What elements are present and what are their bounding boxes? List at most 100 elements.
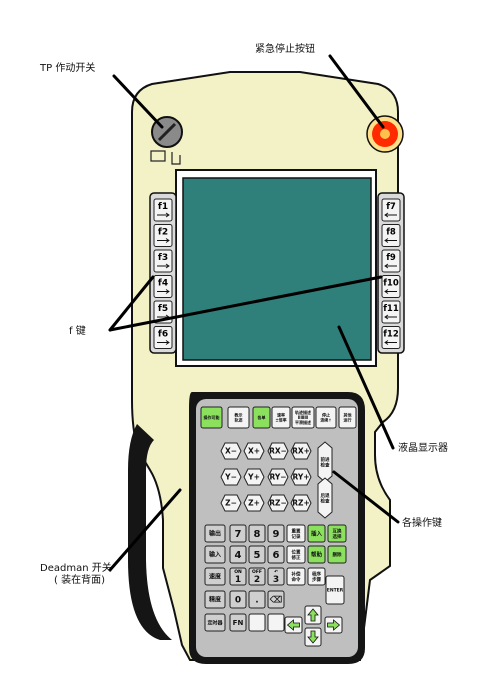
fkey-f7[interactable]: f7 <box>381 198 401 222</box>
key-label: RZ− <box>269 499 287 508</box>
num-key-speed[interactable]: 速度 <box>204 567 226 586</box>
tp-switch-label: TP 作动开关 <box>40 63 96 74</box>
key-label: RX+ <box>292 447 310 456</box>
jog-key-Y−[interactable]: Y− <box>220 468 242 486</box>
key-label: 定时器 <box>206 619 223 626</box>
fkey-f6[interactable]: f6 <box>153 326 173 349</box>
top-key-0[interactable]: 操作可能 <box>200 406 223 429</box>
num-key-输入[interactable]: 输入 <box>204 545 226 564</box>
callout-lines <box>108 54 400 572</box>
arrow-up-key[interactable] <box>304 605 322 625</box>
key-label: FN <box>233 619 244 627</box>
key-label: ±倍率 <box>275 416 286 422</box>
key-label: X− <box>225 447 237 456</box>
hand-icon <box>171 152 181 165</box>
jog-key-X+[interactable]: X+ <box>243 442 265 460</box>
jog-key-RX−[interactable]: RX− <box>267 442 289 460</box>
arrow-right-key[interactable] <box>324 616 343 634</box>
enter-key[interactable]: ENTER <box>325 575 345 605</box>
num-key-r3-2[interactable]: ⌫ <box>267 590 285 609</box>
num-key-输出[interactable]: 输出 <box>204 524 226 543</box>
fkey-f10[interactable]: f10 <box>381 275 401 298</box>
fkey-label: f12 <box>383 330 399 340</box>
fkey-f2[interactable]: f2 <box>153 224 173 247</box>
fkey-f8[interactable]: f8 <box>381 224 401 247</box>
num-key-7[interactable]: 7 <box>229 524 247 543</box>
lcd-label: 液晶显示器 <box>398 443 448 454</box>
jog-key-RY+[interactable]: RY+ <box>290 468 312 486</box>
num-key-4[interactable]: 4 <box>229 545 247 564</box>
top-key-3[interactable]: 速率±倍率 <box>271 406 291 429</box>
num-key-1-6[interactable]: 删除 <box>327 545 347 564</box>
deadman-grip <box>128 424 172 640</box>
key-label: 记录 <box>292 533 301 540</box>
jog-key-Z−[interactable]: Z− <box>220 494 242 512</box>
jog-key-X−[interactable]: X− <box>220 442 242 460</box>
top-key-2[interactable]: 各单 <box>252 406 271 429</box>
num-key-1[interactable]: 1ON <box>229 567 247 586</box>
key-label: RY+ <box>292 473 309 482</box>
jog-key-RZ−[interactable]: RZ− <box>267 494 289 512</box>
copy-key[interactable] <box>267 613 285 632</box>
key-label: 操作可能 <box>204 414 220 420</box>
key-label: 9 <box>273 529 280 540</box>
num-key-5[interactable]: 5 <box>248 545 266 564</box>
key-label: RX− <box>269 447 287 456</box>
fkey-f1[interactable]: f1 <box>153 198 173 222</box>
key-sub-label: ON <box>234 569 242 575</box>
key-label: RY− <box>269 473 286 482</box>
key-label: 0 <box>235 596 241 606</box>
key-label: 修正 <box>291 554 301 561</box>
key-label: Y− <box>224 473 237 482</box>
fkey-label: f1 <box>158 202 168 212</box>
num-key-timer[interactable]: 定时器 <box>204 613 226 632</box>
emergency-stop-button[interactable] <box>366 115 404 153</box>
num-key-r3-0[interactable]: 0 <box>229 590 247 609</box>
key-label: 停止 <box>322 411 330 417</box>
jog-key-RY−[interactable]: RY− <box>267 468 289 486</box>
num-key-0-5[interactable]: 插入 <box>307 524 326 543</box>
key-label: X+ <box>248 447 260 456</box>
num-key-3[interactable]: 3↶ <box>267 567 285 586</box>
arrow-left-key[interactable] <box>284 616 303 634</box>
operation-keys-label: 各操作键 <box>402 518 442 529</box>
num-key-fn[interactable]: FN <box>229 613 247 632</box>
num-key-9[interactable]: 9 <box>267 524 285 543</box>
jog-key-RX+[interactable]: RX+ <box>290 442 312 460</box>
num-key-r3-1[interactable]: . <box>248 590 266 609</box>
num-key-8[interactable]: 8 <box>248 524 266 543</box>
key-label: 3 <box>273 575 279 585</box>
jog-key-RZ+[interactable]: RZ+ <box>290 494 312 512</box>
fkey-f11[interactable]: f11 <box>381 300 401 324</box>
key-label: . <box>255 596 258 606</box>
key-label: 运行 <box>344 416 352 422</box>
arrow-down-icon <box>307 630 319 644</box>
f-keys-label: f 键 <box>69 326 86 337</box>
list-key[interactable] <box>248 613 266 632</box>
jog-key-Z+[interactable]: Z+ <box>243 494 265 512</box>
fkey-f4[interactable]: f4 <box>153 275 173 298</box>
num-key-1-5[interactable]: 帮助 <box>307 545 326 564</box>
num-key-6[interactable]: 6 <box>267 545 285 564</box>
arrow-down-key[interactable] <box>304 627 322 647</box>
fkey-f12[interactable]: f12 <box>381 326 401 349</box>
fkey-f3[interactable]: f3 <box>153 249 173 273</box>
key-label: Y+ <box>247 473 260 482</box>
key-label: RZ+ <box>292 499 310 508</box>
estop-label: 紧急停止按钮 <box>255 44 315 55</box>
fkey-f9[interactable]: f9 <box>381 249 401 273</box>
num-key-precision[interactable]: 精度 <box>204 590 226 609</box>
jog-key-Y+[interactable]: Y+ <box>243 468 265 486</box>
